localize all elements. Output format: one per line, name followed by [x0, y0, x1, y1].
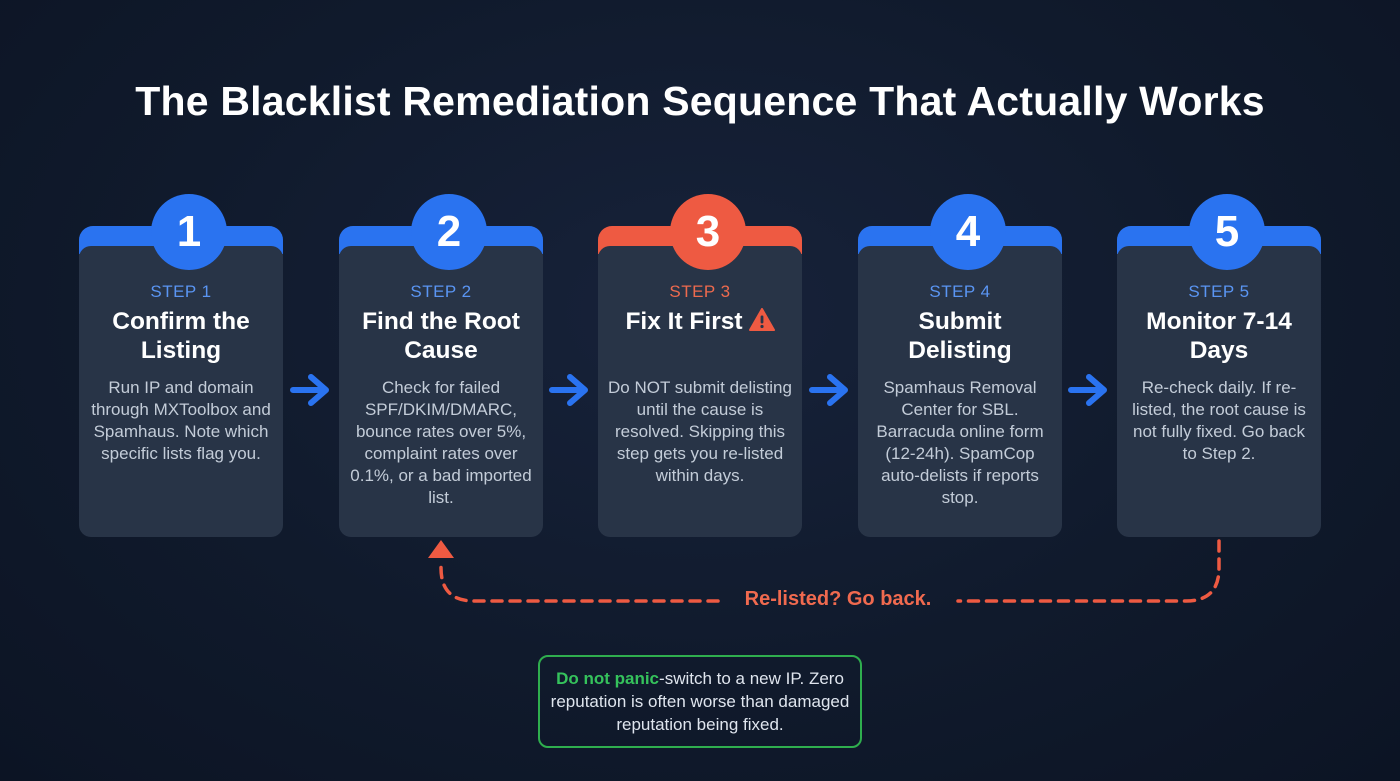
step-label: STEP 1 — [150, 282, 212, 301]
step-label: STEP 2 — [410, 282, 472, 301]
step-card-1: 1 STEP 1 Confirm the Listing Run IP and … — [79, 194, 283, 537]
step-number-badge: 2 — [411, 194, 487, 270]
step-title-row: Fix It First — [604, 307, 796, 336]
step-number-badge: 4 — [930, 194, 1006, 270]
note-text: -switch to a new IP. Zero reputation is … — [550, 669, 850, 734]
step-description: Run IP and domain through MXToolbox and … — [91, 378, 271, 463]
step-card-3: 3 STEP 3 Fix It First Do NOT submit deli… — [598, 194, 802, 537]
step-description: Check for failed SPF/DKIM/DMARC, bounce … — [350, 378, 532, 507]
warning-icon — [748, 308, 775, 331]
step-label: STEP 3 — [669, 282, 731, 301]
step-title: Submit Delisting — [908, 308, 1012, 364]
step-card-4: 4 STEP 4 Submit Delisting Spamhaus Remov… — [858, 194, 1062, 537]
step-title: Fix It First — [625, 308, 743, 335]
arrow-right-icon — [1068, 374, 1107, 406]
step-number-badge: 1 — [151, 194, 227, 270]
step-description: Re-check daily. If re-listed, the root c… — [1132, 378, 1306, 463]
step-description: Spamhaus Removal Center for SBL. Barracu… — [876, 378, 1044, 507]
card-body — [339, 246, 543, 537]
arrow-right-icon — [809, 374, 848, 406]
step-title: Find the Root Cause — [362, 308, 520, 364]
step-label: STEP 5 — [1188, 282, 1250, 301]
loop-label: Re-listed? Go back. — [744, 588, 932, 610]
step-number-badge: 3 — [670, 194, 746, 270]
step-card-5: 5 STEP 5 Monitor 7-14 Days Re-check dail… — [1117, 194, 1321, 537]
page-title: The Blacklist Remediation Sequence That … — [135, 78, 1265, 124]
step-number-badge: 5 — [1189, 194, 1265, 270]
note-highlight: Do not panic — [556, 669, 660, 688]
arrow-right-icon — [549, 374, 588, 406]
step-title: Monitor 7-14 Days — [1146, 308, 1292, 364]
card-body — [79, 246, 283, 537]
step-description: Do NOT submit delisting until the cause … — [608, 378, 792, 485]
step-label: STEP 4 — [929, 282, 991, 301]
card-body — [1117, 246, 1321, 537]
card-body — [858, 246, 1062, 537]
arrow-up-icon — [428, 540, 454, 558]
step-card-2: 2 STEP 2 Find the Root Cause Check for f… — [339, 194, 543, 537]
arrow-right-icon — [290, 374, 329, 406]
step-title: Confirm the Listing — [112, 308, 250, 364]
card-body — [598, 246, 802, 537]
tip-note: Do not panic-switch to a new IP. Zero re… — [538, 655, 862, 748]
